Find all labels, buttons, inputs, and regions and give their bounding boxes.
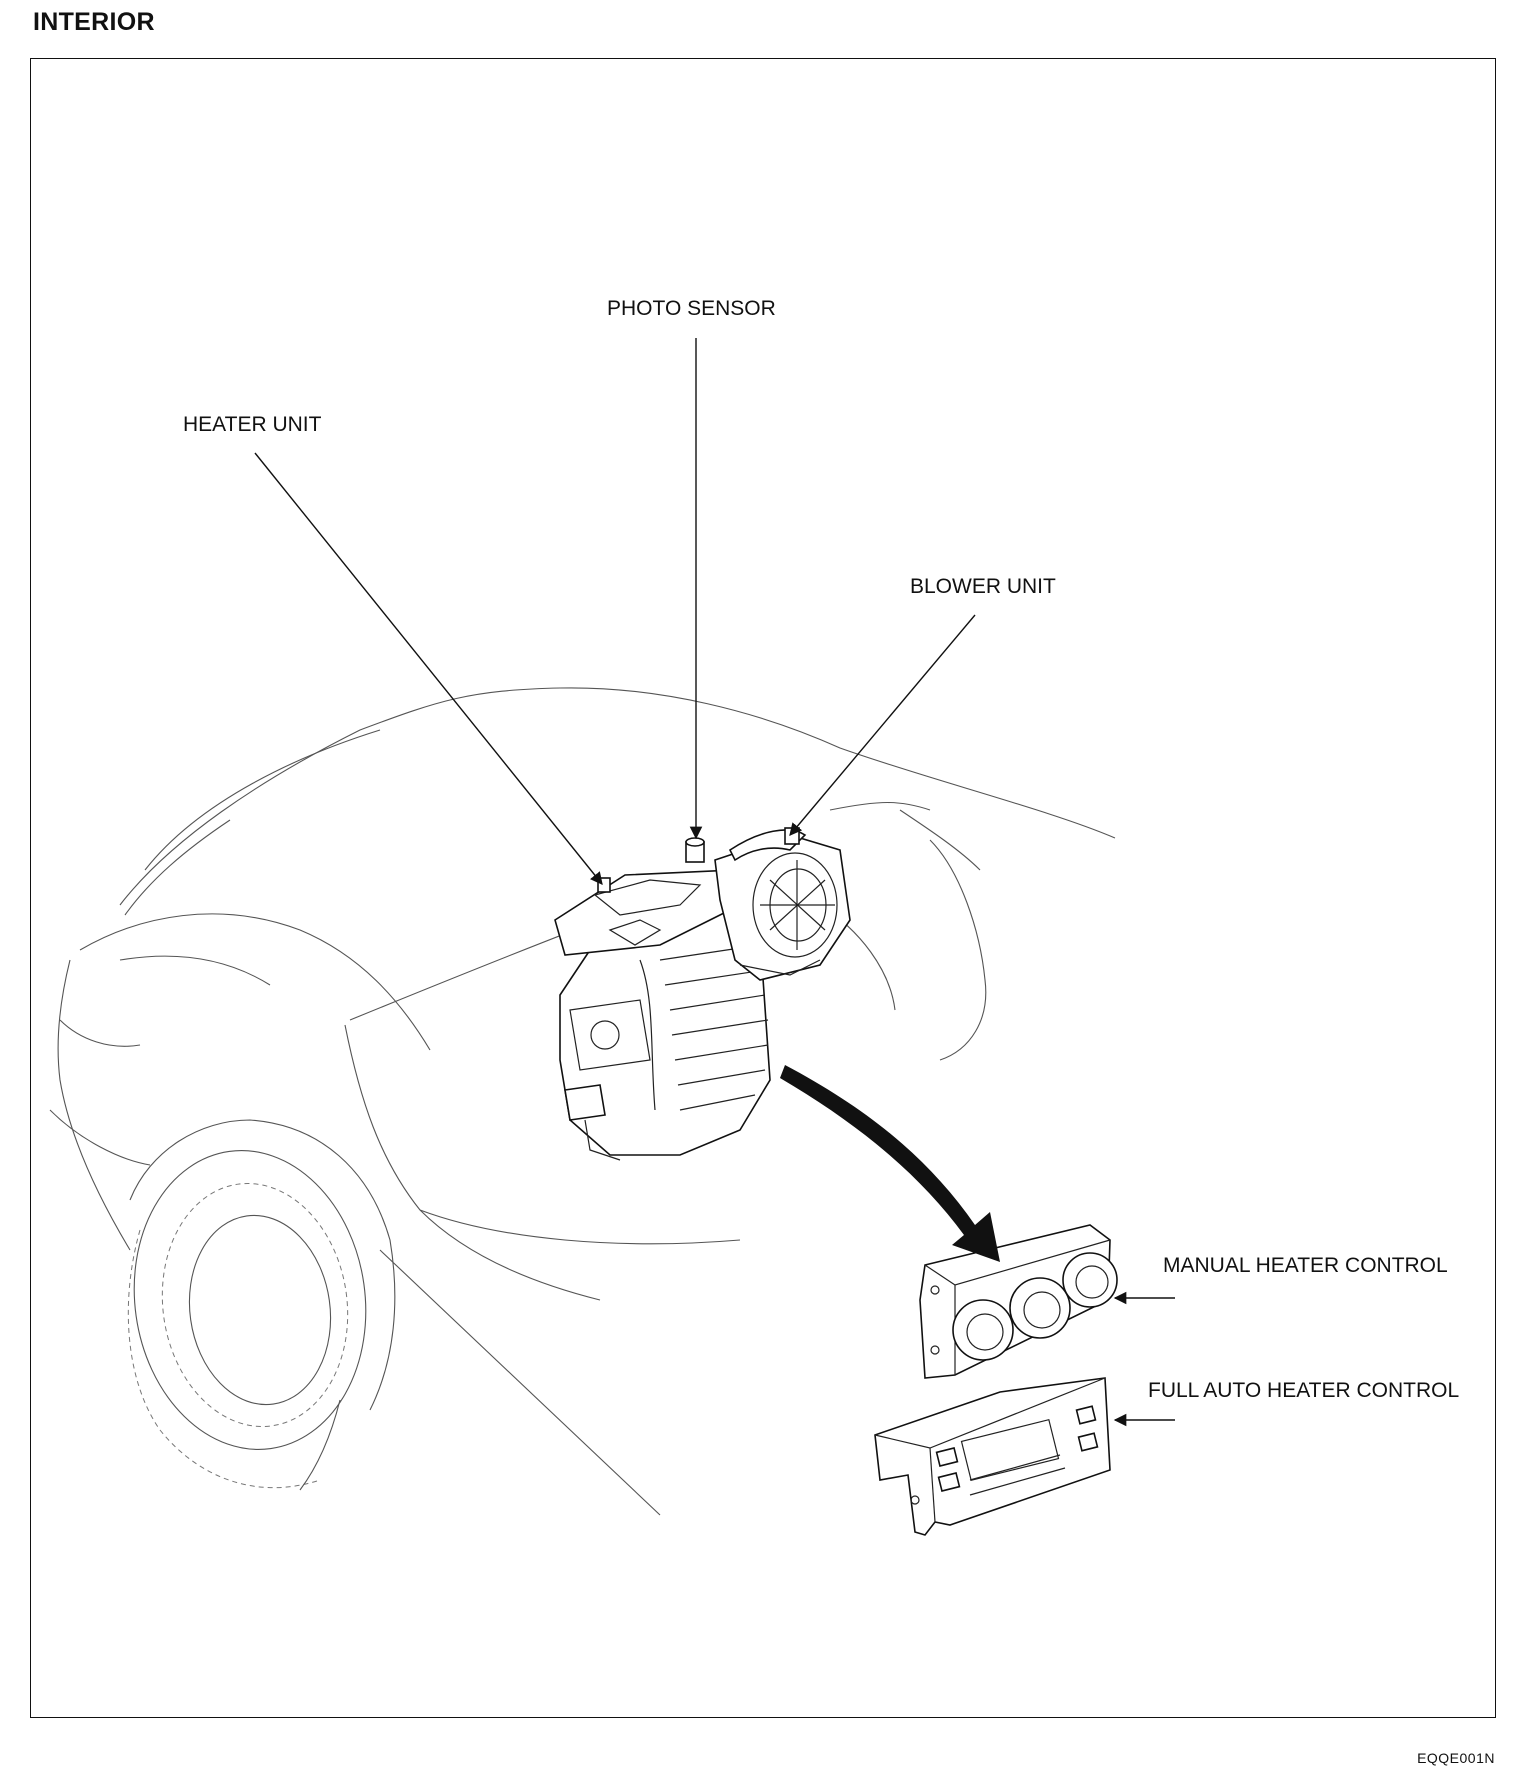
section-title: INTERIOR xyxy=(33,8,155,36)
manual-heater-control-label: MANUAL HEATER CONTROL xyxy=(1163,1254,1448,1277)
leader-blower-unit xyxy=(789,614,976,836)
heater-unit-label: HEATER UNIT xyxy=(183,413,322,436)
figure-code: EQQE001N xyxy=(1417,1750,1495,1766)
blower-unit-illustration xyxy=(714,827,851,981)
leader-lines xyxy=(254,338,1175,1427)
leader-heater-unit xyxy=(254,452,603,885)
heater-unit-illustration xyxy=(554,869,771,1161)
detail-pointer-arrow xyxy=(780,1065,1000,1262)
diagram-frame xyxy=(30,58,1496,1718)
full-auto-heater-control-label: FULL AUTO HEATER CONTROL xyxy=(1148,1379,1459,1402)
blower-unit-label: BLOWER UNIT xyxy=(910,575,1056,598)
full-auto-heater-control-illustration xyxy=(874,1377,1111,1536)
manual-heater-control-illustration xyxy=(919,1224,1118,1379)
photo-sensor-illustration xyxy=(685,837,705,863)
vehicle-outline xyxy=(49,687,1116,1516)
photo-sensor-label: PHOTO SENSOR xyxy=(607,297,776,320)
